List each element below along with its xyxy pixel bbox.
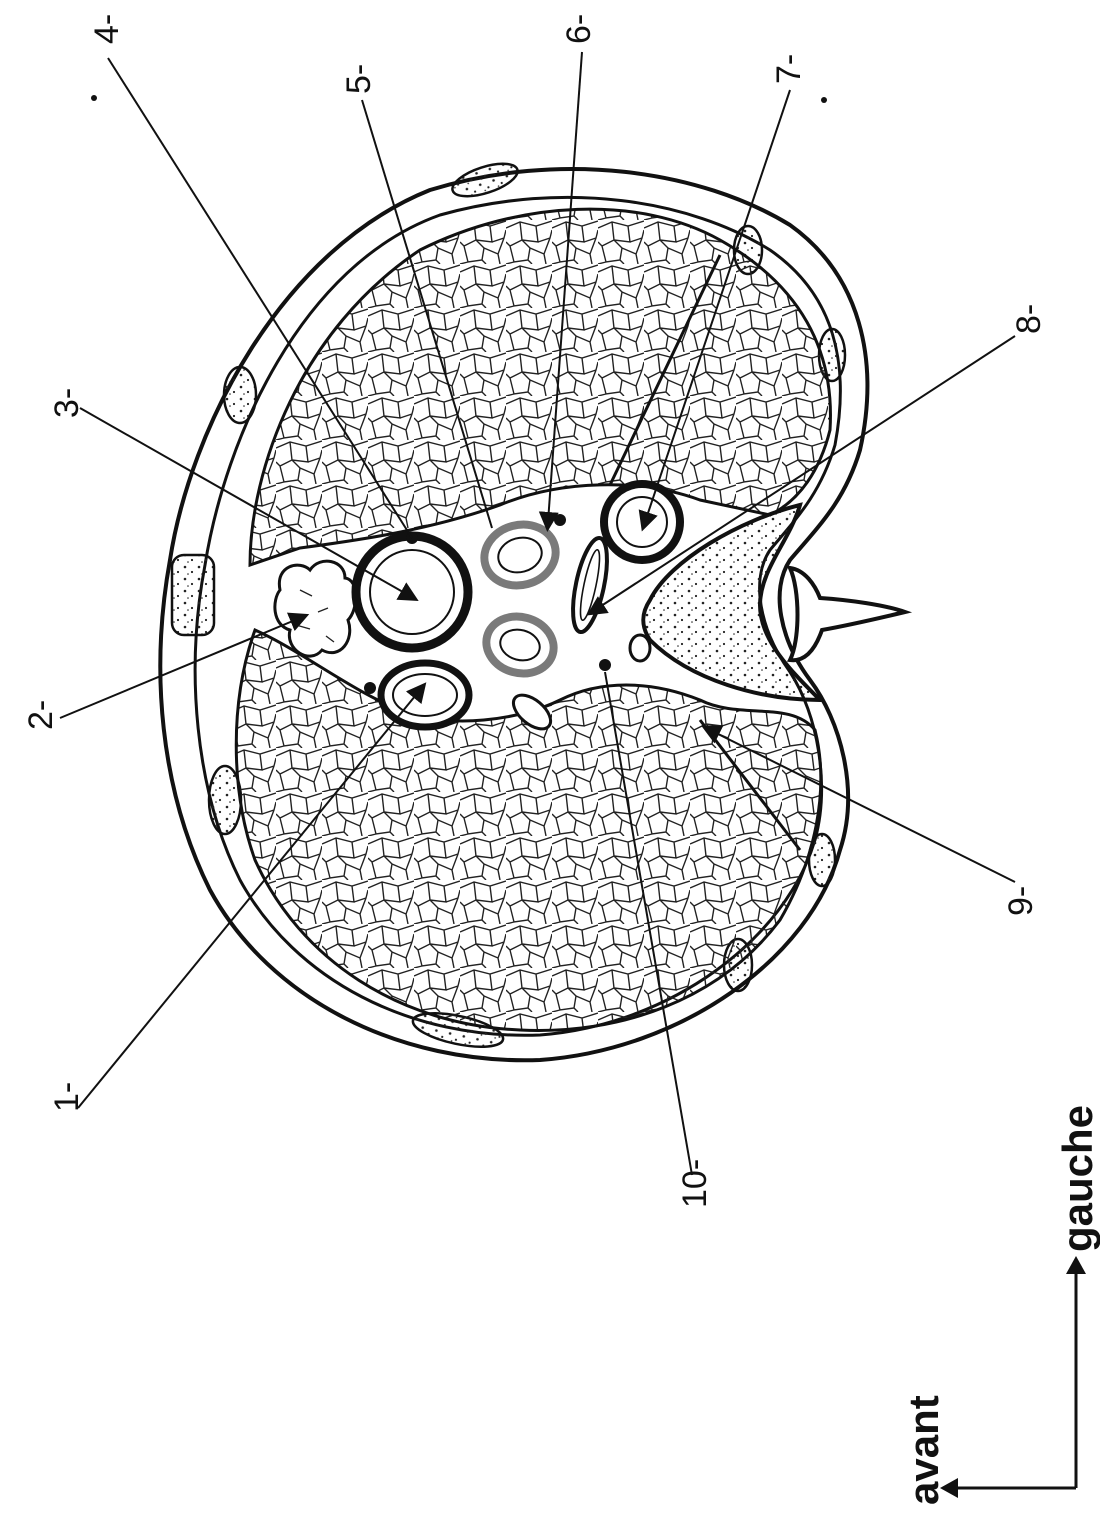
irregular-mass <box>275 561 356 656</box>
orientation-indicator: avant gauche <box>900 1105 1100 1505</box>
label-8: 8- <box>1010 304 1048 334</box>
node-dot <box>364 682 376 694</box>
stray-mark <box>91 95 97 101</box>
vertebra <box>643 505 905 700</box>
stray-mark <box>821 97 827 103</box>
wall-pad <box>172 555 214 635</box>
large-vessel-inner <box>370 550 454 634</box>
node-dot <box>554 514 566 526</box>
spinous-process <box>790 568 905 660</box>
label-1: 1- <box>48 1082 86 1112</box>
wall-pad <box>449 157 522 203</box>
label-9: 9- <box>1002 886 1040 916</box>
label-4: 4- <box>88 14 126 44</box>
label-10: 10- <box>676 1159 714 1208</box>
arrow-up-icon <box>1066 1256 1086 1274</box>
upper-cellular-region <box>250 209 830 565</box>
label-5: 5- <box>340 64 378 94</box>
label-3: 3- <box>48 388 86 418</box>
label-7: 7- <box>770 54 808 84</box>
node-dot <box>599 659 611 671</box>
label-2: 2- <box>22 700 60 730</box>
label-6: 6- <box>560 14 598 44</box>
wall-pad <box>224 367 256 423</box>
direction-left: gauche <box>1054 1105 1100 1252</box>
direction-front: avant <box>900 1395 947 1505</box>
descending-vessel-inner <box>617 497 667 547</box>
